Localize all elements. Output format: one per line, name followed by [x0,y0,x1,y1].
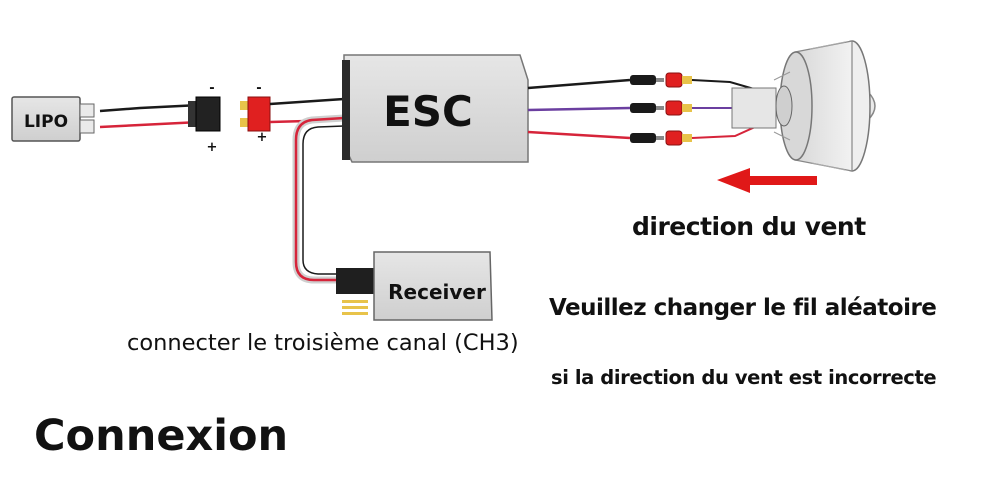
receiver-label: Receiver [388,280,486,304]
esc-minus-sign: - [256,81,261,96]
ducted-fan [731,40,876,172]
motor-wires [527,78,631,140]
esc-power-connector: - + [240,81,271,145]
battery-connector: - + [188,81,221,155]
esc-label: ESC [383,87,473,136]
esc-plus-sign: + [257,130,268,145]
esc-unit: ESC [342,54,529,163]
lipo-label: LIPO [24,112,68,132]
incorrect-direction-note: si la direction du vent est incorrecte [551,366,937,389]
battery-minus-sign: - [209,81,214,96]
battery-plus-sign: + [207,140,218,155]
battery-wires [99,103,201,129]
bullet-connectors [630,72,692,146]
wind-direction-label: direction du vent [632,212,866,241]
channel-note: connecter le troisième canal (CH3) [127,330,519,356]
change-wire-note: Veuillez changer le fil aléatoire [549,295,937,321]
caption-title: Connexion [34,411,289,461]
receiver-cable [292,114,345,284]
wind-direction-arrow [717,168,817,193]
receiver-unit: Receiver [336,251,493,321]
lipo-battery: LIPO [11,96,95,142]
